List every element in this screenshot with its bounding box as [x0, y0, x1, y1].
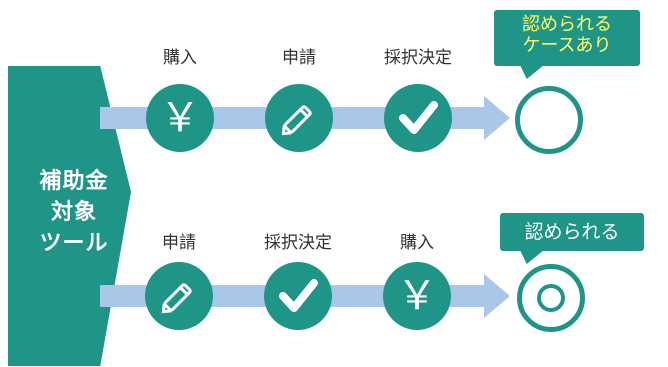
subsidy-tools-label: 補助金 対象 ツール: [22, 166, 126, 259]
step-label: 購入: [163, 48, 197, 68]
step-label: 採択決定: [264, 233, 332, 253]
check-icon: [384, 84, 452, 152]
callout-line: 認められる: [522, 14, 612, 35]
yen-glyph: ￥: [160, 95, 200, 141]
step-label: 採択決定: [384, 48, 452, 68]
inner-circle: [537, 284, 565, 312]
tag-line: 補助金: [39, 169, 109, 194]
yen-glyph: ￥: [397, 273, 437, 319]
single-circle-icon: [515, 86, 583, 154]
double-circle-icon: [517, 264, 585, 332]
step-label: 申請: [282, 48, 316, 68]
arrow-right-icon: [484, 274, 510, 318]
tag-line: ツール: [39, 231, 109, 256]
step-label: 申請: [162, 233, 196, 253]
yen-icon: ￥: [146, 84, 214, 152]
callout-line: 認められる: [524, 221, 620, 243]
callout-line: ケースあり: [522, 35, 612, 56]
step-label: 購入: [400, 233, 434, 253]
check-icon: [264, 262, 332, 330]
tag-line: 対象: [50, 200, 97, 225]
callout-allowed-in-some-cases: 認められる ケースあり: [494, 10, 640, 66]
callout-pointer: [520, 65, 544, 79]
yen-icon: ￥: [383, 262, 451, 330]
callout-allowed: 認められる: [500, 213, 644, 251]
pen-icon: [145, 262, 213, 330]
arrow-right-icon: [484, 96, 510, 140]
callout-pointer: [520, 250, 544, 264]
pen-icon: [265, 84, 333, 152]
